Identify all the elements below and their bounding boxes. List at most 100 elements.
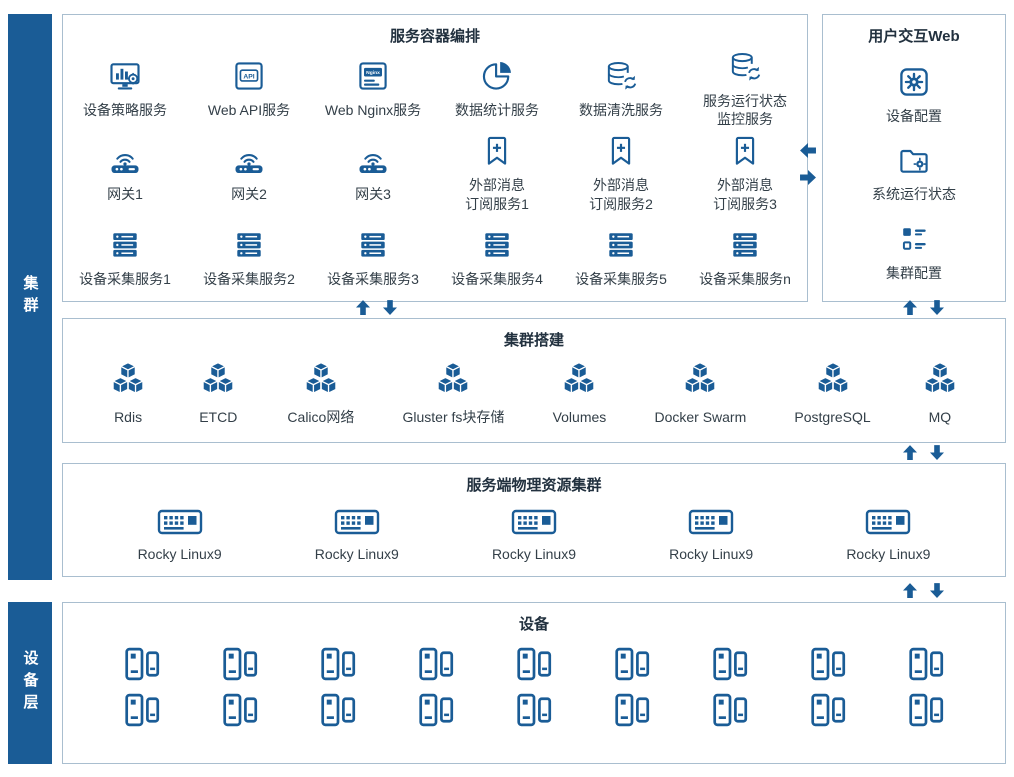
gateway-icon — [231, 142, 267, 178]
item-label: PostgreSQL — [794, 409, 871, 425]
item-label: Web Nginx服务 — [324, 101, 422, 118]
device-item — [612, 646, 652, 682]
service-item: 设备采集服务3 — [311, 227, 435, 288]
item-label: 设备采集服务5 — [575, 271, 667, 288]
device-item — [906, 692, 946, 728]
item-label: 网关3 — [355, 186, 391, 203]
device-icon — [416, 692, 456, 728]
arrow-pair-orchestration-cluster — [356, 299, 397, 316]
service-item: Web API服务 — [187, 58, 311, 119]
cubes-icon — [432, 359, 474, 401]
device-item — [612, 692, 652, 728]
service-item: 系统运行状态 — [872, 142, 956, 203]
device-icon — [906, 692, 946, 728]
item-label: Rocky Linux9 — [314, 546, 399, 562]
device-icon — [612, 692, 652, 728]
item-label: Rocky Linux9 — [669, 546, 754, 562]
device-icon — [906, 646, 946, 682]
service-item: 网关3 — [311, 142, 435, 203]
item-label: 设备采集服务2 — [203, 271, 295, 288]
item-label: Rocky Linux9 — [137, 546, 222, 562]
arrow-pair-physical-devices — [903, 582, 944, 599]
service-item: Rocky Linux9 — [315, 506, 399, 563]
sidebar-device-layer: 设备层 — [8, 602, 52, 764]
cubes-icon — [197, 359, 239, 401]
item-label: 数据清洗服务 — [579, 101, 663, 118]
device-item — [220, 646, 260, 682]
service-item: 服务运行状态 监控服务 — [683, 49, 807, 128]
item-label: 数据统计服务 — [455, 101, 539, 118]
service-item: ETCD — [197, 359, 239, 426]
bookmark-plus-icon — [603, 133, 639, 169]
server-stack-icon — [727, 227, 763, 263]
device-item — [318, 692, 358, 728]
cubes-icon — [679, 359, 721, 401]
sidebar-label: 设备层 — [21, 650, 39, 716]
device-grid — [63, 634, 1005, 728]
item-label: 外部消息 订阅服务1 — [465, 177, 529, 212]
service-item: 网关1 — [63, 142, 187, 203]
cubes-icon — [107, 359, 149, 401]
cubes-icon — [300, 359, 342, 401]
item-label: Rocky Linux9 — [491, 546, 576, 562]
orchestration-row: 设备采集服务1 设备采集服务2 设备采集服务3 设备采集服务4 设备采集服务5 设备采集服… — [63, 215, 807, 300]
service-item: Calico网络 — [287, 359, 354, 426]
service-item: Volumes — [552, 359, 607, 426]
panel-title: 设备 — [518, 616, 549, 633]
bookmark-plus-icon — [727, 133, 763, 169]
device-icon — [318, 692, 358, 728]
device-icon — [220, 692, 260, 728]
down-arrow-icon — [930, 582, 944, 599]
device-item — [808, 646, 848, 682]
service-item: 设备采集服务1 — [63, 227, 187, 288]
gateway-icon — [107, 142, 143, 178]
service-item: 外部消息 订阅服务2 — [559, 133, 683, 212]
cubes-icon — [812, 359, 854, 401]
item-label: Web API服务 — [207, 101, 291, 118]
device-item — [416, 692, 456, 728]
gear-square-icon — [896, 64, 932, 100]
device-icon — [612, 646, 652, 682]
arrow-pair-web-cluster — [903, 299, 944, 316]
web-panel-items: 设备配置系统运行状态集群配置 — [823, 46, 1005, 300]
service-item: PostgreSQL — [794, 359, 871, 426]
gateway-icon — [355, 142, 391, 178]
device-icon — [808, 646, 848, 682]
item-label: 集群配置 — [886, 265, 942, 282]
device-icon — [710, 646, 750, 682]
device-item — [416, 646, 456, 682]
service-item: 设备配置 — [886, 64, 942, 125]
item-label: 设备采集服务3 — [327, 271, 419, 288]
service-item: 外部消息 订阅服务3 — [683, 133, 807, 212]
server-stack-icon — [479, 227, 515, 263]
device-icon — [220, 646, 260, 682]
item-label: 设备采集服务1 — [79, 271, 171, 288]
server-stack-icon — [603, 227, 639, 263]
server-stack-icon — [231, 227, 267, 263]
service-item: 数据统计服务 — [435, 58, 559, 119]
grid-list-icon — [896, 221, 932, 257]
device-item — [514, 692, 554, 728]
item-label: 设备采集服务4 — [451, 271, 543, 288]
item-label: 设备采集服务n — [699, 271, 791, 288]
item-label: MQ — [928, 409, 952, 425]
down-arrow-icon — [930, 444, 944, 461]
device-item — [122, 646, 162, 682]
service-item: 数据清洗服务 — [559, 58, 683, 119]
up-arrow-icon — [903, 299, 917, 316]
item-label: Docker Swarm — [654, 409, 747, 425]
monitor-gear-icon — [107, 58, 143, 94]
down-arrow-icon — [383, 299, 397, 316]
device-item — [318, 646, 358, 682]
item-label: 网关2 — [231, 186, 267, 203]
service-item: Rocky Linux9 — [846, 506, 930, 563]
server-stack-icon — [107, 227, 143, 263]
service-item: 设备采集服务5 — [559, 227, 683, 288]
item-label: Volumes — [552, 409, 607, 425]
device-icon — [808, 692, 848, 728]
